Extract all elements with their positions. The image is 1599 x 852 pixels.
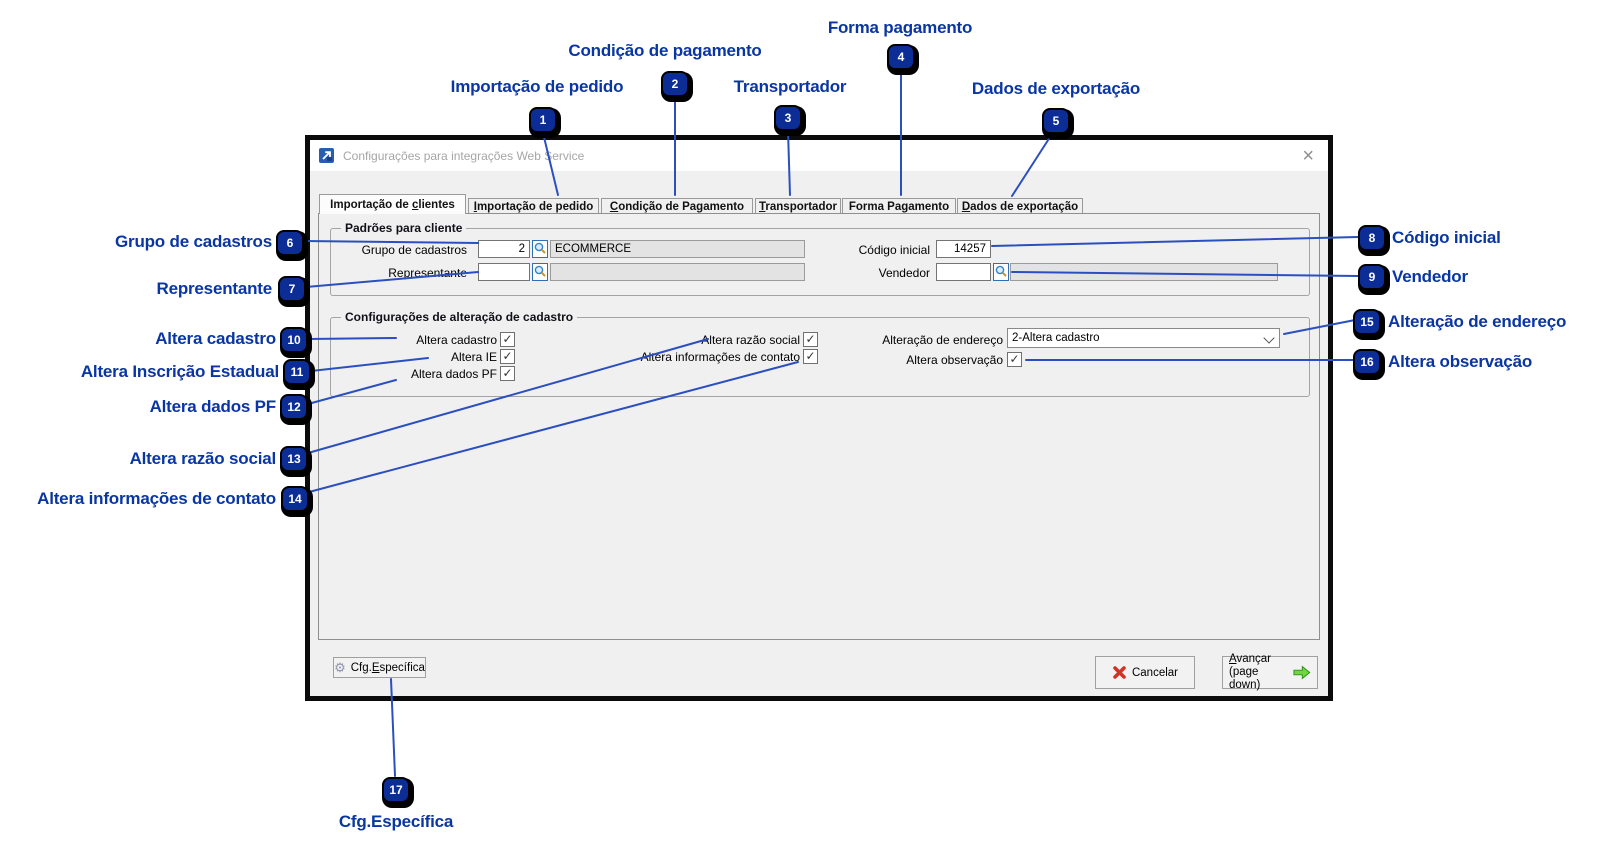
callout-badge-9: 9	[1358, 264, 1386, 290]
callout-badge-3: 3	[774, 105, 802, 131]
altera-cadastro-checkbox[interactable]: ✓	[500, 332, 515, 347]
tab-dados-de-exportacao[interactable]: Dados de exportação	[957, 198, 1083, 214]
callout-badge-5: 5	[1042, 108, 1070, 134]
callout-label-altera-razao-social: Altera razão social	[129, 449, 277, 468]
representante-lookup-button[interactable]	[532, 263, 548, 281]
representante-label: Representante	[388, 266, 467, 280]
callout-badge-12: 12	[280, 394, 308, 420]
tab-importacao-de-clientes[interactable]: Importação de clientes	[319, 194, 466, 214]
grupo-de-cadastros-label: Grupo de cadastros	[361, 243, 467, 257]
title-bar: Configurações para integrações Web Servi…	[310, 140, 1328, 171]
tab-condicao-de-pagamento[interactable]: Condição de Pagamento	[601, 198, 753, 214]
callout-badge-7: 7	[278, 276, 306, 302]
alteracao-endereco-label: Alteração de endereço	[882, 333, 1003, 347]
callout-badge-15: 15	[1353, 309, 1381, 335]
cancelar-label: Cancelar	[1131, 666, 1179, 679]
callout-badge-10: 10	[280, 327, 308, 353]
avancar-label: Avançar	[1229, 653, 1271, 665]
altera-dados-pf-label: Altera dados PF	[410, 367, 497, 381]
callout-label-altera-dados-pf: Altera dados PF	[149, 397, 277, 416]
close-icon[interactable]: ×	[1302, 144, 1314, 167]
callout-badge-8: 8	[1358, 225, 1386, 251]
representante-descricao	[550, 263, 805, 281]
cancelar-button[interactable]: Cancelar	[1095, 656, 1195, 689]
magnifier-icon	[534, 242, 544, 252]
altera-cadastro-label: Altera cadastro	[416, 333, 497, 347]
altera-informacoes-contato-checkbox[interactable]: ✓	[803, 349, 818, 364]
callout-label-importacao-de-pedido: Importação de pedido	[450, 77, 624, 96]
window-title: Configurações para integrações Web Servi…	[343, 148, 585, 163]
alteracao-endereco-select[interactable]: 2-Altera cadastro	[1007, 328, 1280, 348]
avancar-button[interactable]: Avançar (page down)	[1222, 653, 1318, 691]
altera-razao-social-label: Altera razão social	[701, 333, 800, 347]
magnifier-icon	[534, 265, 544, 275]
callout-badge-13: 13	[280, 446, 308, 472]
grupo-lookup-button[interactable]	[532, 240, 548, 258]
altera-informacoes-contato-label: Altera informações de contato	[640, 350, 800, 364]
altera-ie-label: Altera IE	[450, 350, 497, 364]
app-icon	[319, 148, 334, 163]
altera-razao-social-checkbox[interactable]: ✓	[803, 332, 818, 347]
callout-label-altera-inscricao-estadual: Altera Inscrição Estadual	[80, 362, 279, 381]
callout-badge-11: 11	[283, 359, 311, 385]
callout-badge-2: 2	[661, 71, 689, 97]
cfg-especifica-button[interactable]: ⚙ Cfg.Específica	[333, 657, 426, 678]
red-x-icon	[1113, 666, 1126, 679]
vendedor-descricao	[1010, 263, 1278, 281]
grupo-de-cadastros-input[interactable]: 2	[478, 240, 530, 258]
callout-label-vendedor: Vendedor	[1392, 267, 1468, 286]
callout-label-altera-cadastro: Altera cadastro	[155, 329, 276, 348]
altera-observacao-label: Altera observação	[906, 353, 1003, 367]
callout-label-codigo-inicial: Código inicial	[1392, 228, 1501, 247]
groupbox-title: Configurações de alteração de cadastro	[341, 310, 578, 324]
callout-badge-14: 14	[281, 486, 309, 512]
tab-importacao-de-pedido[interactable]: Importação de pedido	[468, 198, 599, 214]
groupbox-padroes-para-cliente: Padrões para cliente	[330, 221, 1310, 296]
chevron-down-icon	[1263, 332, 1275, 344]
green-arrow-right-icon	[1293, 665, 1311, 680]
altera-dados-pf-checkbox[interactable]: ✓	[500, 366, 515, 381]
callout-label-cfg-especifica: Cfg.Específica	[338, 812, 454, 831]
altera-ie-checkbox[interactable]: ✓	[500, 349, 515, 364]
vendedor-input[interactable]	[936, 263, 991, 281]
callout-label-dados-de-exportacao: Dados de exportação	[971, 79, 1141, 98]
dialog-body: Importação de clientes Importação de ped…	[310, 171, 1328, 696]
magnifier-icon	[995, 265, 1005, 275]
callout-label-altera-informacoes-de-contato: Altera informações de contato	[37, 489, 276, 508]
codigo-inicial-label: Código inicial	[858, 243, 930, 257]
avancar-sublabel: (page down)	[1229, 666, 1261, 691]
representante-input[interactable]	[478, 263, 530, 281]
callout-badge-16: 16	[1353, 349, 1381, 375]
vendedor-lookup-button[interactable]	[993, 263, 1009, 281]
groupbox-title: Padrões para cliente	[341, 221, 467, 235]
altera-observacao-checkbox[interactable]: ✓	[1007, 352, 1022, 367]
callout-label-altera-observacao: Altera observação	[1388, 352, 1533, 371]
callout-label-condicao-de-pagamento: Condição de pagamento	[568, 41, 762, 60]
callout-badge-6: 6	[276, 230, 304, 256]
dialog-configuracoes-webservice: Configurações para integrações Web Servi…	[305, 135, 1333, 701]
callout-label-representante: Representante	[156, 279, 273, 298]
callout-badge-17: 17	[382, 777, 410, 803]
alteracao-endereco-value: 2-Altera cadastro	[1012, 332, 1100, 344]
grupo-de-cadastros-descricao: ECOMMERCE	[550, 240, 805, 258]
codigo-inicial-input[interactable]: 14257	[936, 240, 991, 258]
vendedor-label: Vendedor	[878, 266, 930, 280]
callout-label-forma-pagamento: Forma pagamento	[827, 18, 973, 37]
callout-badge-1: 1	[529, 107, 557, 133]
callout-label-alteracao-de-endereco: Alteração de endereço	[1388, 312, 1567, 331]
tab-forma-pagamento[interactable]: Forma Pagamento	[842, 198, 956, 214]
callout-badge-4: 4	[887, 44, 915, 70]
callout-label-transportador: Transportador	[733, 77, 847, 96]
gear-icon: ⚙	[334, 660, 346, 675]
callout-label-grupo-de-cadastros: Grupo de cadastros	[115, 232, 272, 251]
tab-transportador[interactable]: Transportador	[755, 198, 841, 214]
